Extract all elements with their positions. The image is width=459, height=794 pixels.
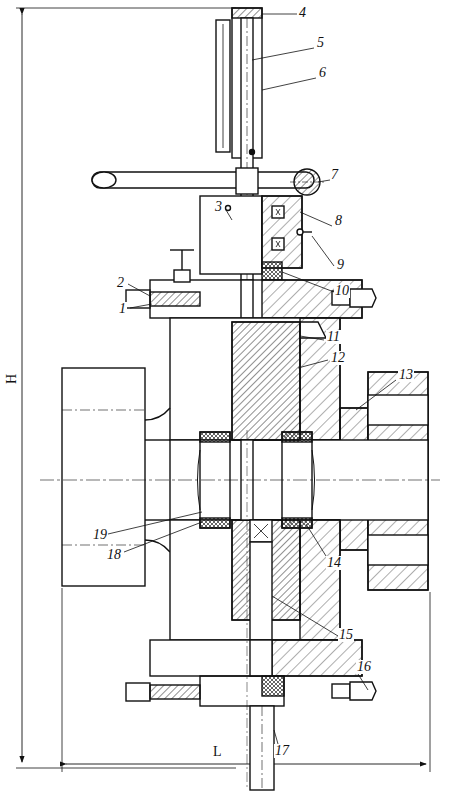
callout-number: 9 <box>336 258 345 272</box>
callout-number: 13 <box>398 368 414 382</box>
callout-number: 17 <box>274 744 290 758</box>
callout-number: 5 <box>316 36 325 50</box>
callout-number: 3 <box>214 200 223 214</box>
callout-number: 11 <box>326 330 341 344</box>
callout-number: 2 <box>116 276 125 290</box>
callout-number: 6 <box>318 66 327 80</box>
callout-number: 10 <box>334 284 350 298</box>
callout-number: 19 <box>92 528 108 542</box>
callout-number: 8 <box>334 214 343 228</box>
callout-number: 7 <box>330 168 339 182</box>
dimension-label: H <box>5 373 19 385</box>
callout-number: 12 <box>330 351 346 365</box>
callout-number: 18 <box>106 548 122 562</box>
callout-number: 4 <box>298 6 307 20</box>
callout-number: 16 <box>356 660 372 674</box>
dimension-label: L <box>212 745 223 759</box>
callout-number: 14 <box>326 556 342 570</box>
callout-number: 15 <box>338 628 354 642</box>
callout-number: 1 <box>118 302 127 316</box>
